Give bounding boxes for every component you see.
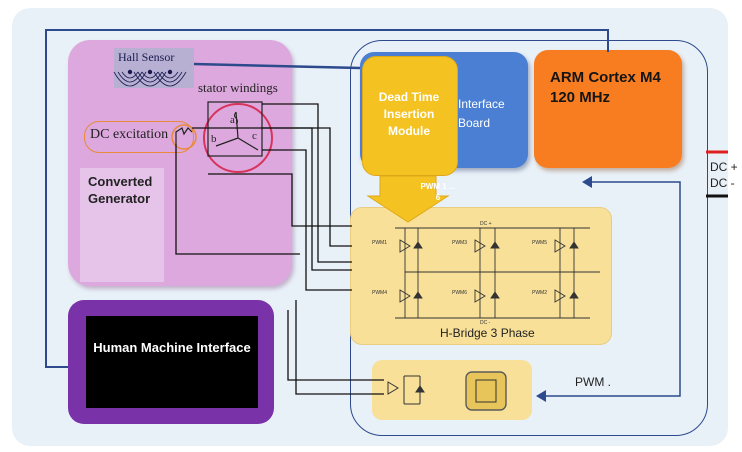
stator-windings-label: stator windings: [198, 80, 278, 95]
converted-generator-panel: [80, 168, 164, 282]
arm-cortex-block: [534, 50, 682, 168]
dc-minus-label: DC -: [710, 176, 735, 190]
hb-pwm6-label: PWM6: [452, 290, 467, 296]
hmi-label: Human Machine Interface: [93, 340, 251, 355]
dead-time-module-block: [362, 56, 458, 176]
h-bridge-circuit-icon: [395, 227, 600, 319]
phase-a-label: a: [230, 114, 235, 126]
converted-generator-label: Converted Generator: [88, 174, 153, 206]
hb-dc-minus-label: DC -: [480, 320, 491, 326]
pwm-bottom-arrowhead-icon: [536, 390, 546, 402]
hall-sensor-waves-icon: [113, 69, 187, 87]
dead-time-module-label: Dead Time Insertion Module: [378, 90, 440, 138]
hb-dc-plus-label: DC +: [480, 221, 492, 227]
hmi-feedback-wire: [45, 29, 609, 368]
dc-excitation-outline: [84, 121, 194, 153]
hmi-screen: [86, 316, 258, 408]
excitation-driver-circuit-icon: [387, 375, 425, 405]
hb-pwm4-label: PWM4: [372, 290, 387, 296]
dc-plus-label: DC +: [710, 160, 738, 174]
phase-wires: [175, 103, 384, 395]
pwm-feedback-wire: [546, 181, 681, 397]
dc-excitation-label: DC excitation: [90, 127, 169, 142]
hb-pwm1-label: PWM1: [372, 240, 387, 246]
h-bridge-label: H-Bridge 3 Phase: [440, 326, 535, 340]
phase-c-label: c: [252, 130, 257, 142]
dc-excitation-coil-icon: [171, 124, 197, 150]
pwm-arrow-label: PWM 1 ... 6: [420, 182, 456, 202]
pwm-bottom-label: PWM .: [575, 375, 611, 389]
h-bridge-block: [350, 207, 612, 345]
pwm-arrow-icon: [366, 175, 450, 223]
pwm-feedback-arrowhead-icon: [582, 176, 592, 188]
hall-sensor-label: Hall Sensor: [118, 50, 175, 64]
hb-pwm5-label: PWM5: [532, 240, 547, 246]
phase-b-label: b: [211, 133, 217, 145]
interface-board-label: Interface Board: [458, 97, 505, 130]
stator-windings-icon: [203, 101, 273, 173]
pwm-driver-chip-icon: [465, 371, 507, 411]
hall-sensor-wire: [193, 62, 361, 70]
arm-cortex-label: ARM Cortex M4 120 MHz: [550, 69, 661, 106]
hb-pwm3-label: PWM3: [452, 240, 467, 246]
hb-pwm2-label: PWM2: [532, 290, 547, 296]
